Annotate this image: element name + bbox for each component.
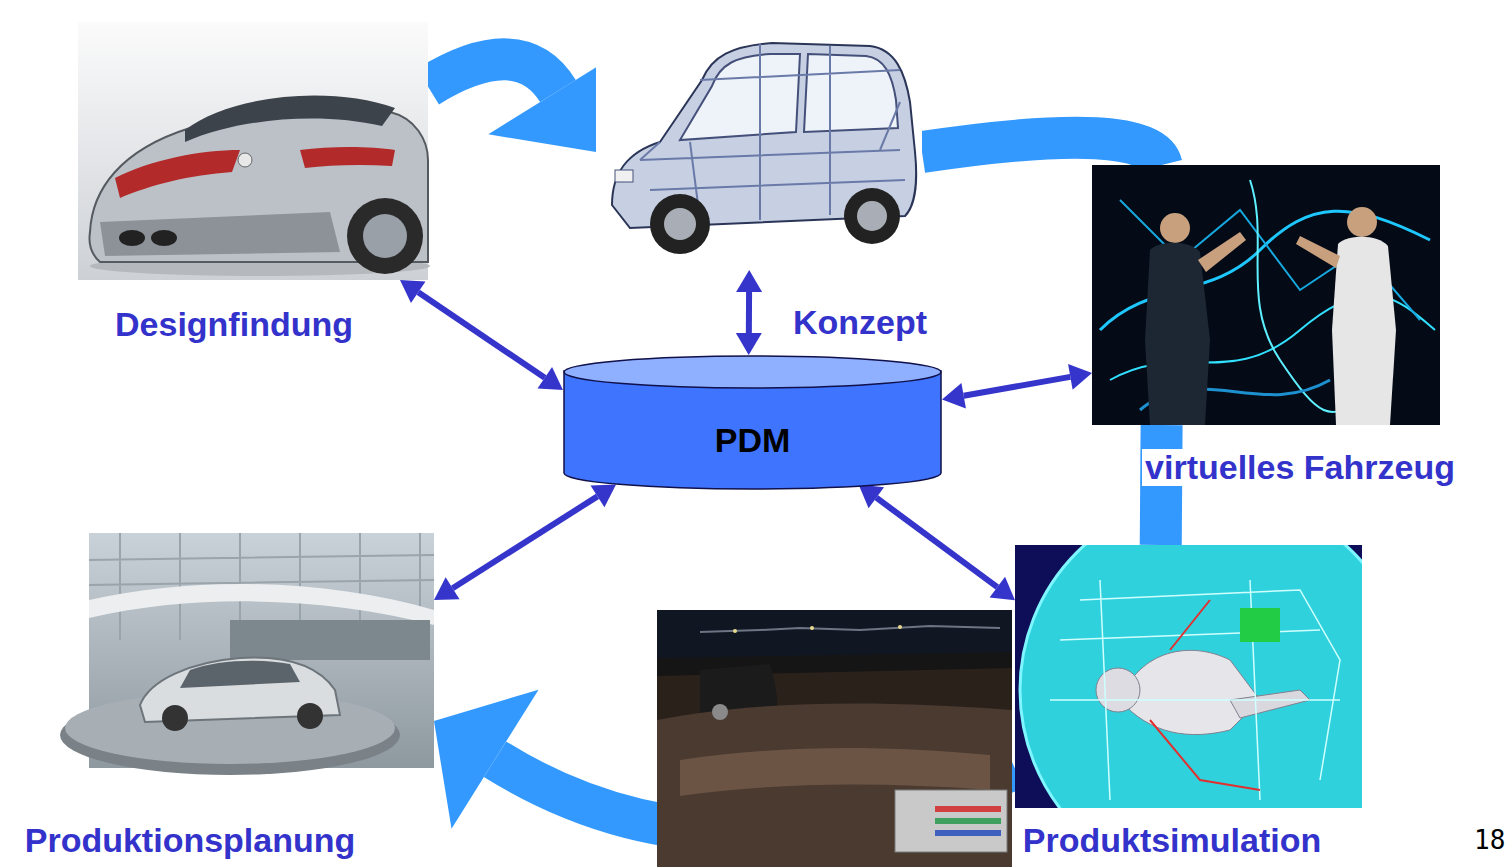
link-arrow-head (990, 577, 1015, 601)
interior-visualisation (898, 625, 902, 629)
simulation-render (1020, 545, 1362, 808)
concept-cutaway (857, 201, 887, 231)
simulation-render (1096, 668, 1140, 712)
design-sketch (100, 212, 340, 256)
stage-label: virtuelles Fahrzeug (1142, 449, 1458, 486)
database-cylinder-top (564, 356, 941, 388)
simulation-render (1230, 690, 1310, 718)
link-arrow-head (537, 367, 563, 390)
link-arrow-head (1068, 364, 1092, 390)
concept-cutaway (596, 8, 922, 270)
simulation-render (1020, 545, 1362, 808)
design-sketch (185, 96, 395, 142)
concept-cutaway (680, 54, 800, 140)
virtual-reality-photo (1347, 207, 1377, 237)
simulation-render (1240, 608, 1280, 642)
stage-label: Produktsimulation (1020, 822, 1324, 859)
interior-visualisation (657, 610, 1012, 867)
concept-cutaway (804, 54, 898, 132)
cycle-arrow-band (922, 138, 1162, 165)
interior-visualisation (810, 626, 814, 630)
interior-visualisation (935, 806, 1001, 812)
cycle-arrow-head (434, 690, 539, 829)
design-sketch (115, 150, 240, 198)
database-label: PDM (715, 422, 791, 459)
concept-photo-box: Konzept (596, 8, 922, 270)
link-arrow-shaft (964, 377, 1071, 396)
link-arrow-head (859, 485, 884, 509)
link-arrow-head (942, 383, 966, 409)
interior-visualisation (657, 703, 1012, 867)
concept-cutaway (664, 208, 696, 240)
production-hall-photo (230, 620, 430, 660)
pdm-link-arrow (434, 485, 616, 600)
virtual-vehicle-photo-box: virtuelles Fahrzeug (1092, 165, 1440, 425)
design-sketch (300, 147, 395, 168)
design-sketch (151, 230, 177, 246)
virtual-reality-photo (1145, 243, 1210, 425)
simulation-render (1120, 650, 1260, 734)
production-photo-box: Produktionsplanung (89, 533, 434, 768)
concept-cutaway (650, 194, 710, 254)
design-sketch (347, 198, 423, 274)
virtual-reality-photo (1160, 213, 1190, 243)
pdm-link-arrow (400, 280, 563, 390)
pdm-database-cylinder: PDM (563, 355, 942, 490)
virtual-reality-photo (1092, 165, 1440, 425)
concept-cutaway (640, 102, 900, 160)
link-arrow-head (434, 577, 460, 600)
design-sketch (78, 22, 430, 280)
virtual-reality-photo (1092, 165, 1440, 425)
production-hall-photo (180, 661, 300, 688)
virtual-reality-photo (1198, 232, 1246, 272)
page-number: 18 (1474, 826, 1505, 855)
design-sketch (78, 22, 428, 280)
link-arrow-head (591, 485, 617, 508)
link-arrow-shaft (453, 496, 598, 588)
virtual-reality-photo (1332, 237, 1396, 425)
design-sketch (363, 214, 407, 258)
link-arrow-head (736, 270, 762, 292)
simulation-photo-box: Produktsimulation (1015, 545, 1362, 808)
interior-visualisation (712, 704, 728, 720)
simulation-render (1150, 600, 1260, 790)
link-arrow-head (736, 333, 762, 355)
stage-label: Produktionsplanung (22, 822, 359, 859)
cycle-arrow (922, 138, 1162, 165)
interior-visualisation (680, 748, 990, 796)
interior-visualisation (657, 610, 1012, 867)
link-arrow-shaft (418, 292, 545, 377)
concept-cutaway (844, 188, 900, 244)
production-hall-photo (60, 533, 434, 775)
link-arrow-head (400, 280, 426, 303)
production-hall-photo (89, 584, 434, 625)
concept-cutaway (596, 8, 922, 270)
design-sketch (238, 153, 252, 167)
design-sketch (89, 107, 428, 262)
interior-visualisation (895, 790, 1007, 852)
design-photo-box: Designfindung (78, 22, 428, 280)
interior-visualisation (657, 610, 1012, 658)
link-arrow-shaft (746, 292, 752, 333)
interior-visualisation (935, 818, 1001, 824)
cycle-arrow-band (428, 59, 558, 91)
interior-visualisation (700, 626, 1000, 632)
design-sketch (119, 230, 145, 246)
production-hall-photo (297, 703, 323, 729)
virtual-reality-photo (1296, 236, 1340, 268)
simulation-render (1050, 580, 1340, 800)
interior-visualisation (733, 629, 737, 633)
interior-visualisation (935, 830, 1001, 836)
pdm-link-arrow (736, 270, 762, 355)
production-hall-photo (162, 705, 188, 731)
link-arrow-shaft (876, 498, 997, 587)
stage-label: Designfindung (112, 306, 356, 343)
stage-label: Konzept (790, 304, 930, 341)
pdm-link-arrow (942, 364, 1092, 408)
simulation-render (1015, 545, 1362, 808)
pdm-link-arrow (859, 485, 1015, 601)
concept-cutaway (615, 170, 633, 182)
